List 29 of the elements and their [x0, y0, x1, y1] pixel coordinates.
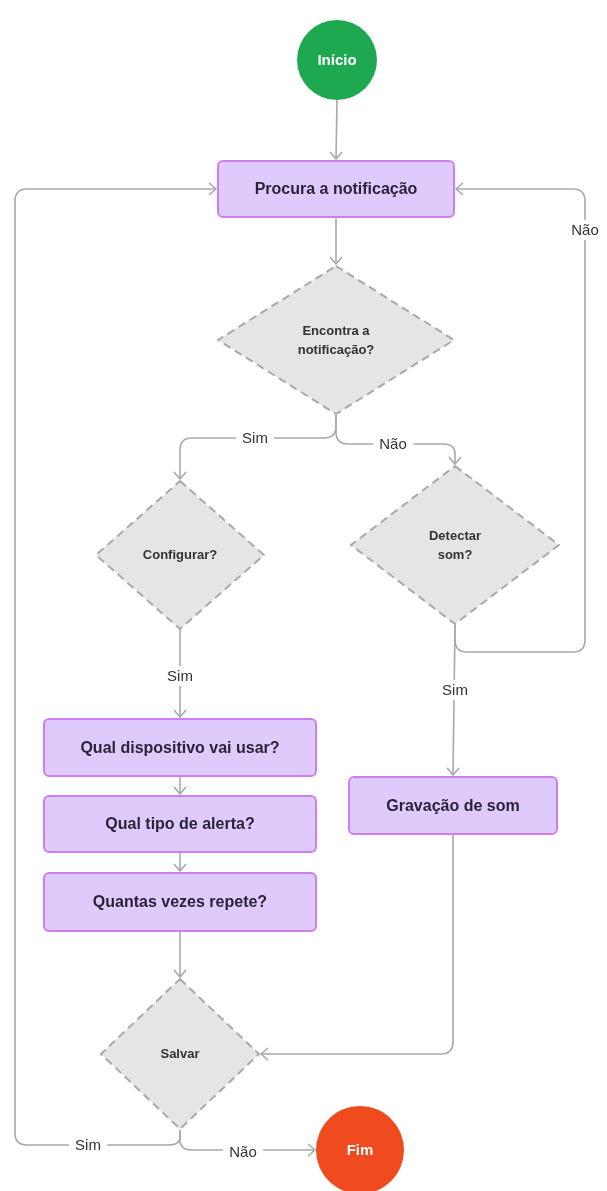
process-box	[43, 872, 317, 932]
arrow	[260, 834, 454, 1061]
process-box	[217, 160, 455, 218]
process-box	[43, 795, 317, 853]
decision-diamond	[217, 265, 455, 415]
arrow	[173, 776, 187, 795]
arrow	[173, 852, 187, 872]
node-text: Qual tipo de alerta?	[105, 814, 255, 834]
node-text: Configurar?	[142, 546, 218, 565]
process-box	[348, 776, 558, 835]
decision-diamond	[95, 480, 265, 630]
node-text: Gravação de som	[386, 795, 520, 816]
node-text: Encontra a notificação?	[296, 321, 376, 359]
arrow	[173, 931, 187, 978]
node-text: Início	[317, 49, 357, 70]
decision-diamond	[350, 465, 560, 625]
arrow	[454, 182, 586, 653]
decision-diamond	[100, 978, 260, 1130]
node-text: Fim	[346, 1139, 374, 1160]
arrow	[329, 99, 343, 160]
arrow	[446, 624, 460, 776]
node-text: Procura a notificação	[254, 179, 418, 199]
node-text: Salvar	[160, 1045, 200, 1064]
arrow	[329, 217, 343, 265]
node-text: Qual dispositivo vai usar?	[80, 737, 280, 758]
node-text: Detectar som?	[428, 526, 482, 564]
node-text: Quantas vezes repete?	[92, 892, 268, 912]
process-box	[43, 718, 317, 777]
arrow	[14, 182, 217, 1146]
